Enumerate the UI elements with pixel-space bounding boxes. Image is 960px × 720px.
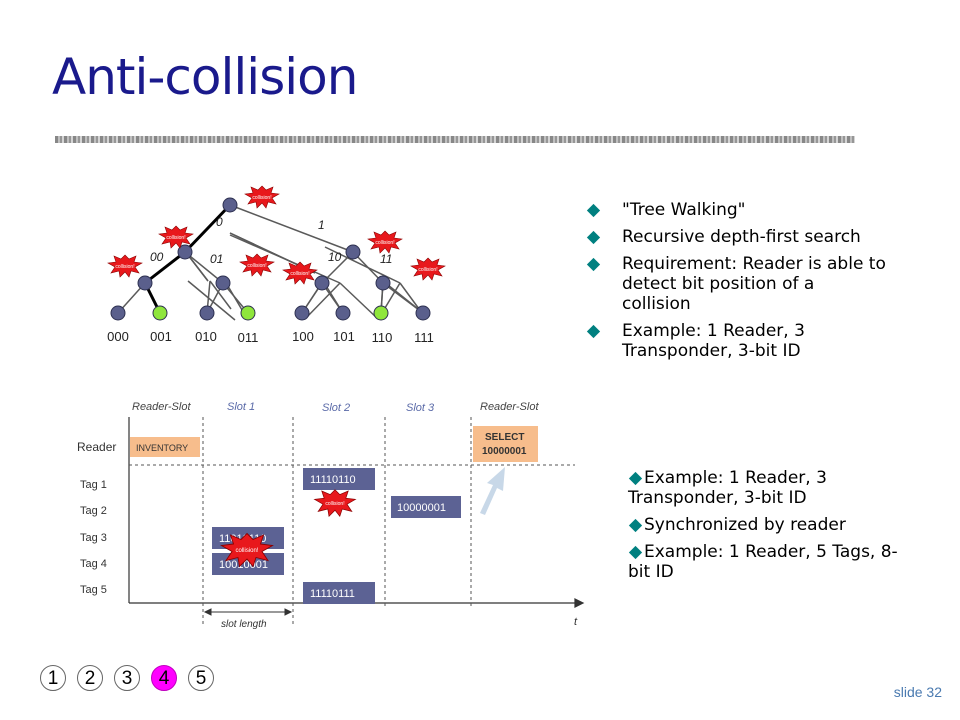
nav-button-3[interactable]: 3 (114, 665, 140, 691)
leaf-010 (199, 305, 215, 321)
node-10 (314, 275, 330, 291)
inventory-label: INVENTORY (136, 443, 188, 453)
collision-burst-slot2 (313, 489, 357, 517)
node-01 (215, 275, 231, 291)
bullet-item: Example: 1 Reader, 3 Transponder, 3-bit … (586, 321, 888, 361)
nav-button-4[interactable]: 4 (151, 665, 177, 691)
column-header-slot2: Slot 2 (322, 402, 350, 414)
leaf-label-111: 111 (414, 330, 434, 345)
branch-label-1: 1 (318, 218, 325, 232)
diamond-bullet-icon (628, 518, 643, 533)
branch-label-11: 11 (380, 252, 392, 266)
collision-text: collision! (115, 264, 134, 270)
node-1 (345, 244, 361, 260)
nav-button-2[interactable]: 2 (77, 665, 103, 691)
row-label-tag3: Tag 3 (80, 532, 107, 544)
diamond-bullet-icon (586, 230, 601, 245)
leaf-111 (415, 305, 431, 321)
leaf-100 (294, 305, 310, 321)
leaf-label-110: 110 (372, 330, 393, 345)
branch-label-0: 0 (216, 215, 223, 229)
slot-timing-diagram: Reader-Slot Slot 1 Slot 2 Slot 3 Reader-… (77, 401, 585, 630)
node-00 (137, 275, 153, 291)
edge-01-010 (187, 280, 236, 321)
column-header-reader-slot: Reader-Slot (132, 401, 191, 413)
leaf-110 (373, 305, 389, 321)
leaf-000 (110, 305, 126, 321)
leaf-label-001: 001 (150, 329, 172, 344)
collision-text: collision! (235, 548, 258, 554)
row-label-tag5: Tag 5 (80, 584, 107, 596)
tree-walking-diagram: collision! collision! collision! collisi… (107, 185, 446, 345)
inventory-box (130, 437, 200, 457)
row-label-tag1: Tag 1 (80, 479, 107, 491)
bullet-item: Example: 1 Reader, 3 Transponder, 3-bit … (628, 468, 827, 508)
nav-button-1[interactable]: 1 (40, 665, 66, 691)
diamond-bullet-icon (586, 257, 601, 272)
node-11 (375, 275, 391, 291)
tag5-id: 11110111 (310, 588, 355, 600)
slide-title: Anti-collision (52, 48, 358, 106)
collision-text: collision! (252, 195, 271, 201)
column-header-reader-slot-2: Reader-Slot (480, 401, 539, 413)
leaf-label-010: 010 (195, 329, 217, 344)
diamond-bullet-icon (628, 471, 643, 486)
response-arrow (480, 467, 505, 515)
tag5-box (303, 582, 375, 604)
diamond-bullet-icon (586, 203, 601, 218)
collision-burst-slot1 (220, 532, 274, 568)
row-label-tag2: Tag 2 (80, 505, 107, 517)
diamond-bullet-icon (586, 324, 601, 339)
column-header-slot1: Slot 1 (227, 401, 255, 413)
collision-text: collision! (247, 263, 266, 269)
select-id: 10000001 (482, 446, 527, 457)
collision-text: collision! (375, 240, 394, 246)
leaf-011 (240, 305, 256, 321)
tag2-id: 10000001 (397, 502, 446, 514)
slot-length-label: slot length (221, 619, 267, 630)
node-root (222, 197, 238, 213)
branch-label-01: 01 (210, 252, 223, 266)
edge-10-100 (304, 282, 341, 320)
tag1-box (303, 468, 375, 490)
bullet-item: Example: 1 Reader, 5 Tags, 8-bit ID (628, 542, 898, 582)
collision-text: collision! (325, 501, 344, 507)
tag2-box (391, 496, 461, 518)
leaf-label-101: 101 (333, 329, 355, 344)
node-0 (177, 244, 193, 260)
bullet-list-top: "Tree Walking" Recursive depth-first sea… (586, 200, 888, 368)
leaf-label-100: 100 (292, 329, 314, 344)
leaf-101 (335, 305, 351, 321)
leaf-label-011: 011 (238, 330, 259, 345)
bullet-item: "Tree Walking" (586, 200, 888, 220)
row-label-tag4: Tag 4 (80, 558, 107, 570)
collision-text: collision! (166, 235, 185, 241)
tag4-id: 10010001 (219, 559, 268, 571)
branch-label-10: 10 (328, 250, 342, 264)
row-label-reader: Reader (77, 440, 116, 454)
branch-label-00: 00 (150, 250, 164, 264)
edge-10-101 (339, 282, 379, 320)
bullet-item: Synchronized by reader (628, 515, 908, 535)
tag1-id: 11110110 (310, 474, 356, 486)
diamond-bullet-icon (628, 545, 643, 560)
slide-navigation: 1 2 3 4 5 (40, 665, 225, 691)
bullet-item: Requirement: Reader is able to detect bi… (586, 254, 888, 314)
collision-text: collision! (418, 267, 437, 273)
title-divider (55, 136, 855, 143)
column-header-slot3: Slot 3 (406, 402, 435, 414)
leaf-label-000: 000 (107, 329, 129, 344)
select-box (473, 426, 538, 462)
collision-text: collision! (290, 271, 309, 277)
leaf-001 (152, 305, 168, 321)
bullet-list-bottom: Example: 1 Reader, 3 Transponder, 3-bit … (628, 468, 908, 589)
nav-button-5[interactable]: 5 (188, 665, 214, 691)
slide-number: slide 32 (893, 684, 942, 700)
bullet-item: Recursive depth-first search (586, 227, 888, 247)
time-axis-label: t (574, 616, 578, 628)
select-label: SELECT (485, 432, 524, 443)
